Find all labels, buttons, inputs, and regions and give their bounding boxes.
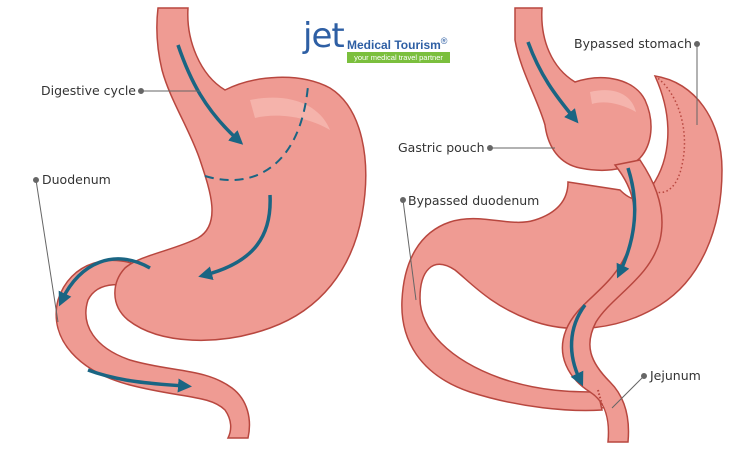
label-duodenum: Duodenum <box>42 172 111 187</box>
logo-word: jet <box>303 16 345 56</box>
normal-stomach <box>55 7 367 439</box>
label-jejunum: Jejunum <box>650 368 701 383</box>
anastomosis-staples <box>597 389 605 411</box>
logo-tagline: your medical travel partner <box>347 52 450 63</box>
dot-bypassed-duodenum <box>400 197 406 203</box>
dot-bypassed-stomach <box>694 41 700 47</box>
leader-jejunum <box>611 375 645 409</box>
staple-line-stomach <box>654 75 686 194</box>
arrow-pouch-to-limb <box>616 167 637 279</box>
label-bypassed-stomach: Bypassed stomach <box>574 36 692 51</box>
arrow-esophagus-bypass <box>526 41 579 124</box>
logo-registered: ® <box>440 36 448 46</box>
jejunum-limb <box>561 159 663 443</box>
pouch-highlight <box>590 90 636 112</box>
stomach-highlight <box>250 97 330 130</box>
leader-bypassed-duodenum <box>402 199 417 301</box>
label-bypassed-duodenum: Bypassed duodenum <box>408 193 540 208</box>
arrow-duodenum <box>87 368 192 393</box>
stomach-body <box>114 7 367 342</box>
arrow-limb-down <box>569 303 587 387</box>
dashed-boundary <box>204 85 309 182</box>
bypassed-stomach-shape <box>401 75 723 412</box>
dot-duodenum <box>33 177 39 183</box>
dot-gastric-pouch <box>487 145 493 151</box>
logo-name-text: Medical Tourism <box>347 38 441 52</box>
arrow-pylorus <box>58 257 151 307</box>
label-digestive-cycle: Digestive cycle <box>41 83 136 98</box>
bypass-stomach <box>401 7 723 443</box>
arrow-stomach <box>198 194 272 281</box>
dot-jejunum <box>641 373 647 379</box>
leader-duodenum <box>35 179 59 323</box>
logo-name: Medical Tourism® <box>347 36 447 52</box>
dot-digestive-cycle <box>138 88 144 94</box>
leader-lines <box>33 41 700 409</box>
label-gastric-pouch: Gastric pouch <box>398 140 485 155</box>
gastric-pouch-shape <box>514 7 652 172</box>
arrow-esophagus <box>176 44 244 145</box>
